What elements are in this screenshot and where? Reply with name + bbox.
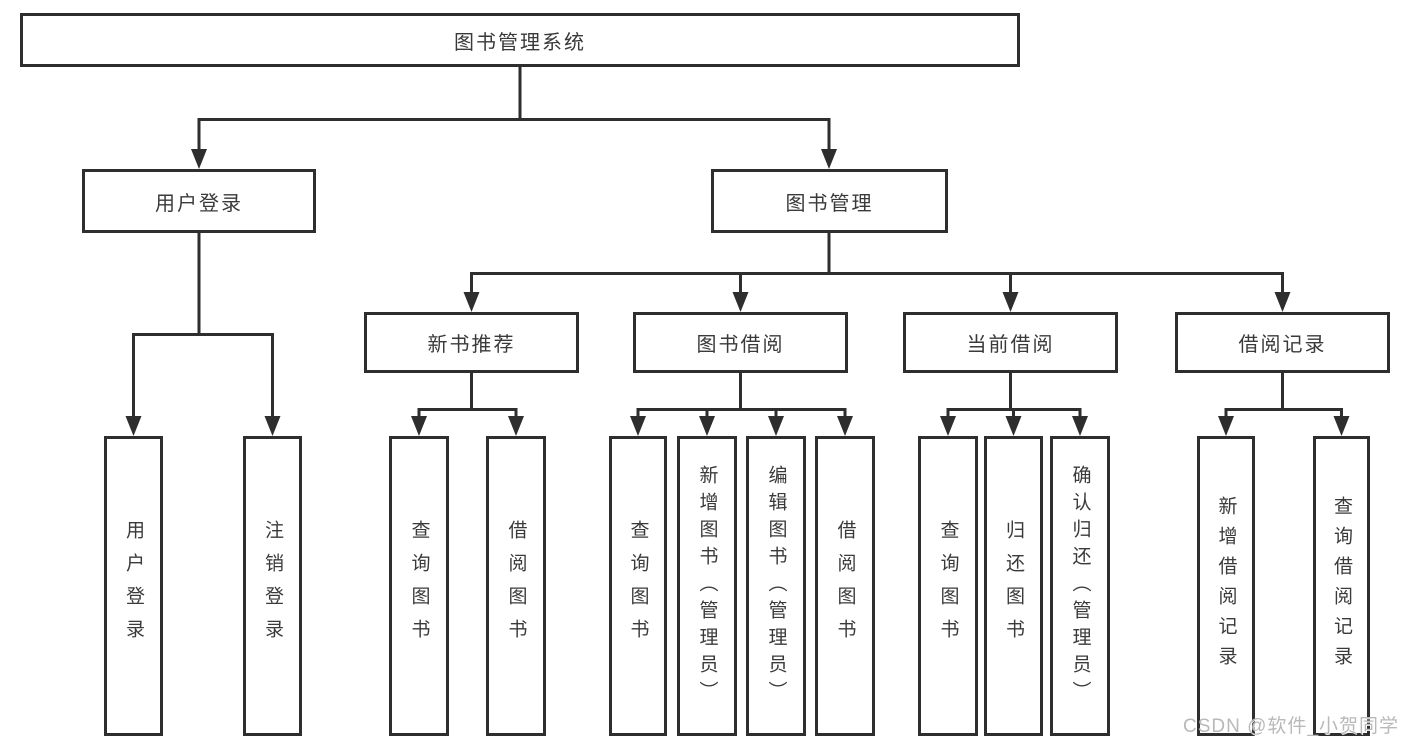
leaf-logout: 注销登录 — [243, 436, 302, 736]
node-label: 新书推荐 — [427, 334, 516, 356]
leaf-borrow-books: 借阅图书 — [815, 436, 875, 736]
node-label: 用户登录 — [155, 192, 243, 215]
leaf-label: 新增借阅记录 — [1215, 496, 1237, 676]
watermark: CSDN @软件_小贺同学 — [1183, 716, 1399, 737]
node-label: 借阅记录 — [1238, 334, 1327, 356]
leaf-label: 确认归还（管理员） — [1069, 464, 1091, 708]
leaf-confirm-return-admin: 确认归还（管理员） — [1050, 436, 1110, 736]
leaf-label: 查询借阅记录 — [1331, 496, 1352, 676]
node-new-book-recommend: 新书推荐 — [364, 312, 579, 373]
leaf-label: 查询图书 — [408, 520, 430, 652]
node-label: 图书借阅 — [696, 334, 785, 356]
leaf-query-books-current: 查询图书 — [918, 436, 978, 736]
node-borrowing-records: 借阅记录 — [1175, 312, 1390, 373]
node-book-management: 图书管理 — [711, 169, 948, 233]
leaf-borrow-books-recommend: 借阅图书 — [486, 436, 546, 736]
leaf-add-borrow-record: 新增借阅记录 — [1197, 436, 1255, 736]
leaf-label: 用户登录 — [123, 520, 144, 652]
arrowhead-icons — [125, 149, 1350, 436]
node-user-login: 用户登录 — [82, 169, 316, 233]
node-library-system: 图书管理系统 — [20, 13, 1020, 67]
leaf-return-books: 归还图书 — [984, 436, 1043, 736]
node-label: 图书管理系统 — [454, 31, 586, 54]
leaf-label: 归还图书 — [1003, 520, 1024, 652]
leaf-query-books-borrow: 查询图书 — [609, 436, 667, 736]
leaf-label: 借阅图书 — [834, 520, 856, 652]
leaf-edit-book-admin: 编辑图书（管理员） — [746, 436, 806, 736]
node-label: 当前借阅 — [966, 334, 1055, 356]
node-current-borrowing: 当前借阅 — [903, 312, 1118, 373]
leaf-label: 编辑图书（管理员） — [765, 464, 787, 708]
leaf-label: 查询图书 — [937, 520, 959, 652]
leaf-label: 借阅图书 — [505, 520, 527, 652]
leaf-query-borrow-record: 查询借阅记录 — [1313, 436, 1370, 736]
node-label: 图书管理 — [785, 192, 874, 215]
leaf-label: 注销登录 — [262, 520, 283, 652]
leaf-label: 新增图书（管理员） — [696, 464, 718, 708]
leaf-query-books-recommend: 查询图书 — [389, 436, 449, 736]
leaf-user-login: 用户登录 — [104, 436, 163, 736]
leaf-add-book-admin: 新增图书（管理员） — [677, 436, 737, 736]
leaf-label: 查询图书 — [627, 520, 649, 652]
node-book-borrowing: 图书借阅 — [633, 312, 848, 373]
